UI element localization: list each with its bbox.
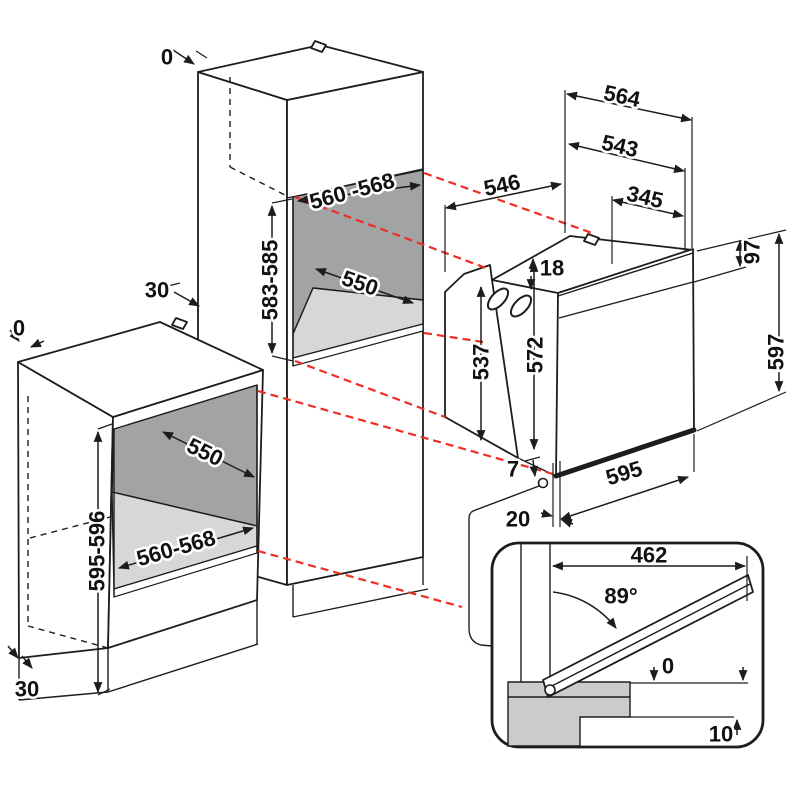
ext-line: [696, 391, 787, 432]
wall-spacer-tab: [171, 317, 188, 330]
dim-arrow: [173, 291, 200, 307]
dim-oven-min-clearance: 345: [624, 181, 665, 214]
dim-line: [314, 268, 415, 304]
wall-spacer-tab: [583, 233, 600, 246]
extension-lines: [444, 90, 787, 527]
dim-door-floor-clearance: 0: [662, 654, 674, 679]
dim-oven-total-depth: 564: [601, 80, 643, 112]
base-unit: [17, 317, 264, 701]
leader-line: [468, 485, 540, 647]
dim-tall-niche-height: 583-585: [258, 240, 283, 321]
dim-line: [611, 197, 685, 219]
projection-line: [257, 549, 463, 609]
dim-line: [565, 91, 693, 123]
dim-arrow: [30, 338, 45, 348]
dim-arrow: [9, 329, 20, 342]
dim-oven-back-height: 537: [469, 344, 494, 381]
base-unit-plinth: [18, 600, 259, 701]
dim-arrow: [560, 519, 574, 528]
oven-door-bottom-edge: [553, 427, 697, 479]
dim-oven-front-panel-height: 97: [740, 240, 765, 264]
projection-line: [294, 359, 446, 419]
oven-door-top-edge: [557, 252, 694, 297]
base-unit-top-face: [17, 321, 264, 418]
dim-tick: [195, 50, 208, 59]
leader-dot: [537, 477, 549, 489]
ext-line: [693, 266, 747, 283]
dim-oven-bottom-clearance: 7: [507, 457, 519, 482]
detail-leader: [468, 477, 549, 647]
tall-unit-top-face: [197, 44, 424, 101]
wall-spacer-tab: [310, 40, 327, 53]
dim-tick: [524, 456, 541, 462]
dim-arrow: [21, 655, 33, 669]
dim-tick: [97, 423, 113, 696]
oven-control-panel-edge: [558, 281, 694, 319]
dim-oven-total-height: 597: [764, 334, 789, 371]
dim-oven-top-inset: 18: [540, 256, 564, 281]
door-detail-inset: 462 89° 0 10: [490, 540, 765, 749]
projection-line: [423, 331, 484, 344]
dim-door-plinth-clearance: 10: [709, 722, 733, 747]
dim-line: [444, 181, 563, 211]
dim-door-open-width: 462: [631, 543, 668, 568]
dim-tick: [271, 198, 294, 362]
dim-arrow: [7, 645, 19, 659]
door-hinge: [544, 684, 556, 696]
projection-line: [294, 195, 487, 270]
dim-base-niche-height: 595-596: [85, 511, 110, 592]
dim-base-top-gap: 0: [13, 316, 25, 341]
open-door-inner-line: [545, 583, 751, 690]
dim-line: [296, 181, 422, 205]
dim-arrow: [529, 459, 539, 478]
vent-hole: [486, 287, 510, 311]
dim-oven-depth-no-door: 546: [481, 169, 522, 201]
dim-line: [117, 526, 255, 570]
dim-arrow: [540, 509, 554, 518]
vent-hole: [509, 294, 533, 318]
dim-oven-bottom-gap: 20: [506, 507, 530, 532]
tall-unit-plinth: [292, 557, 429, 618]
dim-tall-back-gap: 30: [145, 278, 169, 303]
dim-door-open-angle: 89°: [604, 584, 637, 609]
dim-tall-top-gap: 0: [161, 45, 173, 70]
angle-arc: [552, 591, 617, 629]
floor-plinth-section: [507, 681, 631, 747]
dim-base-bottom-gap: 30: [15, 677, 39, 702]
dim-line: [567, 141, 686, 174]
dim-line: [162, 431, 255, 478]
dim-oven-front-height: 572: [523, 337, 548, 374]
dim-oven-body-depth: 543: [599, 130, 640, 163]
dim-arrow: [172, 49, 195, 65]
dim-tick: [167, 282, 181, 287]
dim-line: [559, 475, 690, 521]
